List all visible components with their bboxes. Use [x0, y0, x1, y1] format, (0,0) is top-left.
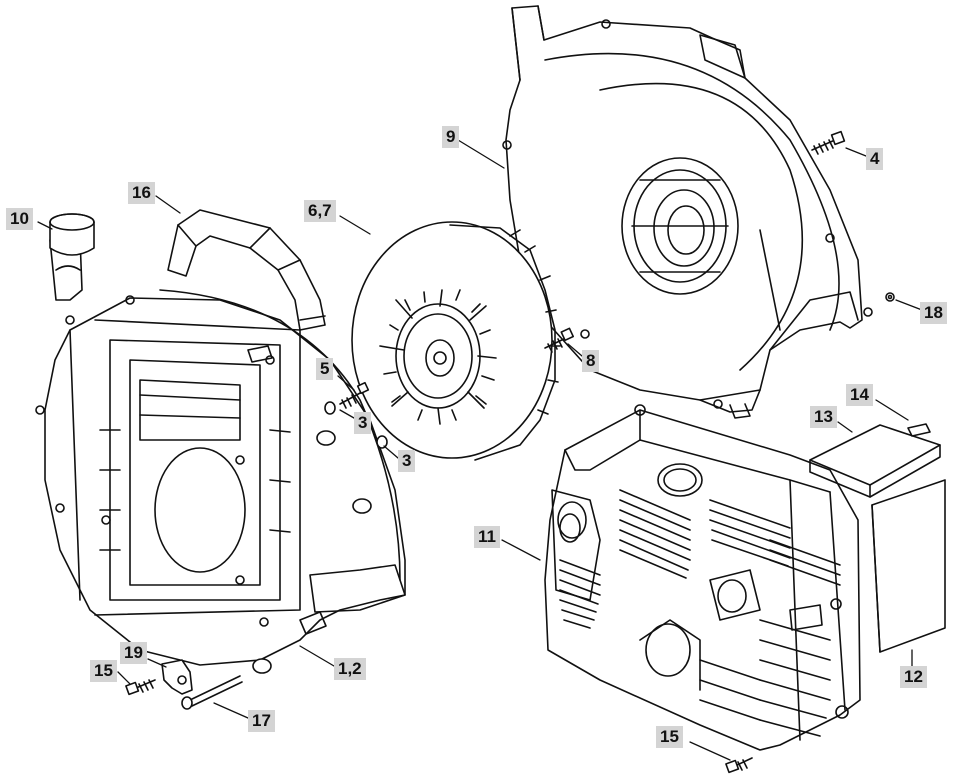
callout-3-lower: 3 — [398, 450, 416, 472]
callout-9: 9 — [442, 126, 460, 148]
screw-15-right — [725, 757, 753, 774]
callout-11: 11 — [474, 526, 500, 548]
callout-15-right: 15 — [656, 726, 683, 748]
callout-1-2: 1,2 — [334, 658, 366, 680]
spacer-sleeves — [252, 430, 372, 674]
screw-8 — [544, 327, 575, 353]
callout-5: 5 — [316, 358, 334, 380]
clamp-19 — [161, 659, 193, 695]
callout-16: 16 — [128, 182, 155, 204]
screw-5 — [339, 381, 370, 409]
callout-8: 8 — [582, 350, 600, 372]
callout-18: 18 — [920, 302, 947, 324]
handle — [167, 209, 326, 331]
callout-14: 14 — [846, 384, 873, 406]
callout-19: 19 — [120, 642, 147, 664]
callout-12: 12 — [900, 666, 927, 688]
clip-14 — [907, 423, 931, 437]
callout-4: 4 — [866, 148, 884, 170]
fan-impeller — [351, 221, 561, 461]
filter-plate — [871, 479, 946, 653]
callout-17: 17 — [248, 710, 275, 732]
shroud — [544, 404, 861, 751]
leader-lines — [37, 139, 923, 761]
callout-3-upper: 3 — [354, 412, 372, 434]
screw-4 — [811, 130, 846, 155]
nut-3-lower — [376, 435, 388, 449]
cap — [49, 213, 95, 256]
screw-15-left — [125, 679, 156, 696]
callout-6-7: 6,7 — [304, 200, 336, 222]
filter-pad — [809, 424, 941, 498]
pin-17 — [181, 675, 243, 710]
callout-15-left: 15 — [90, 660, 117, 682]
rear-housing — [35, 237, 406, 666]
callout-10: 10 — [6, 208, 33, 230]
callout-13: 13 — [810, 406, 837, 428]
fan-housing-cover — [502, 5, 873, 419]
nut-3-upper — [324, 401, 336, 415]
nut-18 — [885, 292, 895, 302]
